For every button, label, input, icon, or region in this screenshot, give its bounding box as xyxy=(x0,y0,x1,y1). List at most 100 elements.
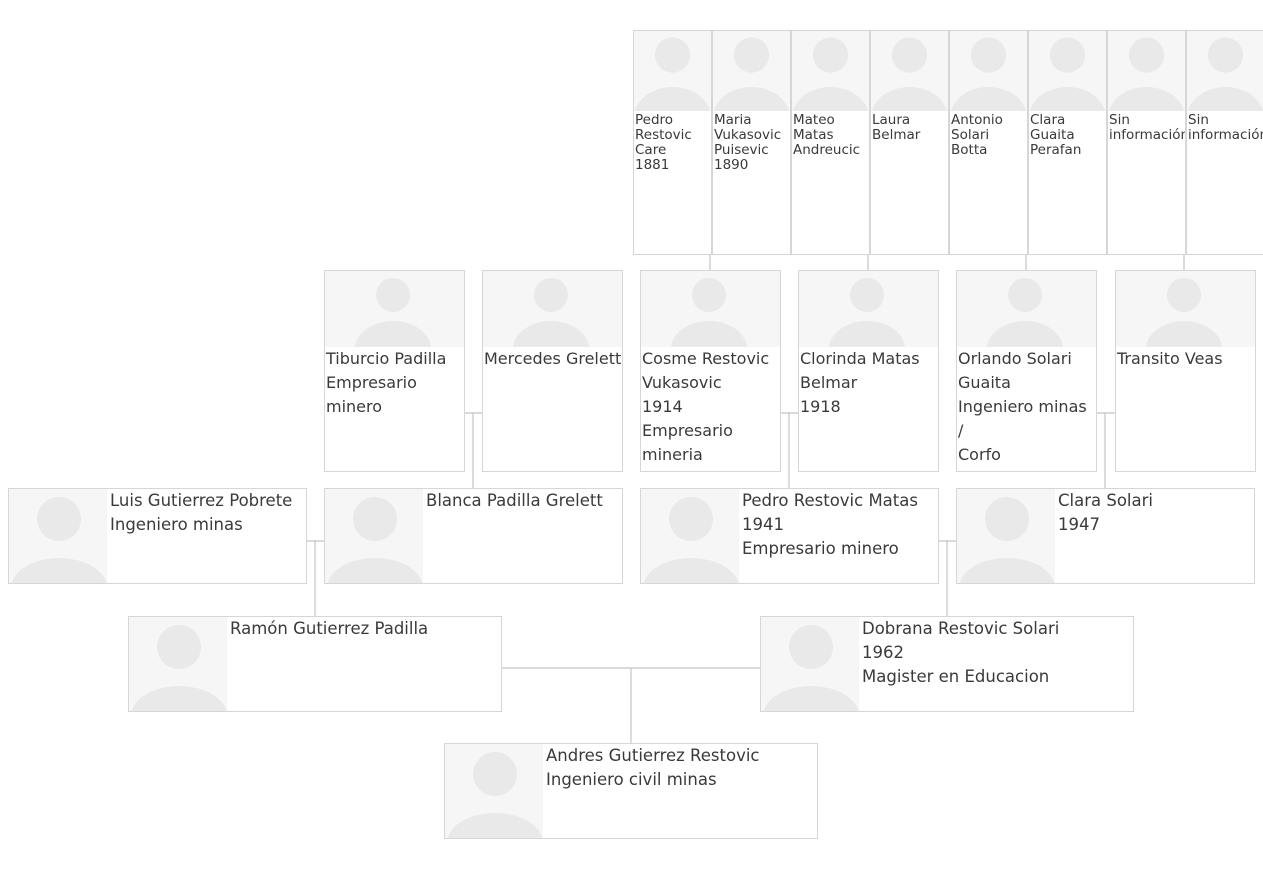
person-line: Clorinda Matas xyxy=(800,349,920,368)
person-line: Antonio xyxy=(951,112,1003,128)
person-card-tiburcio-padilla[interactable]: Tiburcio Padilla Empresario minero xyxy=(324,270,465,472)
person-line: Andres Gutierrez Restovic xyxy=(546,746,760,765)
avatar-placeholder-icon xyxy=(713,31,790,111)
person-info: Maria Vukasovic Puisevic 1890 xyxy=(714,113,781,173)
person-card-transito-veas[interactable]: Transito Veas xyxy=(1115,270,1256,472)
person-info: Clara Solari 1947 xyxy=(1058,489,1153,537)
person-line: Ingeniero minas xyxy=(110,515,243,534)
avatar-placeholder-icon xyxy=(957,489,1055,583)
person-line: 1890 xyxy=(714,157,749,173)
person-card-andres-gutierrez-restovic[interactable]: Andres Gutierrez Restovic Ingeniero civi… xyxy=(444,743,818,839)
person-line: Solari xyxy=(951,127,990,143)
person-info: Tiburcio Padilla Empresario minero xyxy=(326,347,464,419)
person-line: Transito Veas xyxy=(1117,349,1223,368)
person-info: Orlando Solari Guaita Ingeniero minas / … xyxy=(958,347,1096,467)
person-card-mercedes-grelett[interactable]: Mercedes Grelett xyxy=(482,270,623,472)
person-line: Pedro xyxy=(635,112,674,128)
person-line: Perafan xyxy=(1030,142,1082,158)
person-info: Sin información xyxy=(1109,112,1186,143)
person-line: Botta xyxy=(951,142,988,158)
person-line: Empresario xyxy=(326,373,417,392)
avatar-placeholder-icon xyxy=(1187,31,1263,111)
person-line: Maria xyxy=(714,112,752,128)
person-info: Cosme Restovic Vukasovic 1914 Empresario… xyxy=(642,347,780,467)
avatar-placeholder-icon xyxy=(761,617,859,711)
person-card-mateo-matas-andreucic[interactable]: Mateo Matas Andreucic xyxy=(791,30,870,255)
avatar-placeholder-icon xyxy=(799,271,938,347)
avatar-placeholder-icon xyxy=(129,617,227,711)
person-line: Pedro Restovic Matas xyxy=(742,491,918,510)
person-info: Clorinda Matas Belmar 1918 xyxy=(800,347,938,419)
person-line: Sin xyxy=(1188,112,1209,128)
person-line: Dobrana Restovic Solari xyxy=(862,619,1060,638)
person-card-antonio-solari-botta[interactable]: Antonio Solari Botta xyxy=(949,30,1028,255)
person-card-pedro-restovic-matas[interactable]: Pedro Restovic Matas 1941 Empresario min… xyxy=(640,488,939,584)
person-line: Andreucic xyxy=(793,142,861,158)
person-line: Vukasovic xyxy=(714,127,782,143)
person-info: Pedro Restovic Matas 1941 Empresario min… xyxy=(742,489,918,561)
person-info: Andres Gutierrez Restovic Ingeniero civi… xyxy=(546,744,760,792)
avatar-placeholder-icon xyxy=(483,271,622,347)
person-line: información xyxy=(1188,127,1263,143)
person-line: 1947 xyxy=(1058,515,1100,534)
avatar-placeholder-icon xyxy=(1029,31,1106,111)
person-card-blanca-padilla-grelett[interactable]: Blanca Padilla Grelett xyxy=(324,488,623,584)
person-card-cosme-restovic-vukasovic[interactable]: Cosme Restovic Vukasovic 1914 Empresario… xyxy=(640,270,781,472)
person-line: Cosme Restovic xyxy=(642,349,770,368)
person-info: Blanca Padilla Grelett xyxy=(426,489,603,513)
person-card-ramon-gutierrez-padilla[interactable]: Ramón Gutierrez Padilla xyxy=(128,616,502,712)
person-line: mineria xyxy=(642,445,703,464)
person-line: 1881 xyxy=(635,157,670,173)
person-info: Sin información xyxy=(1188,113,1263,143)
person-card-luis-gutierrez-pobrete[interactable]: Luis Gutierrez Pobrete Ingeniero minas xyxy=(8,488,307,584)
person-line: Magister en Educacion xyxy=(862,667,1050,686)
avatar-placeholder-icon xyxy=(9,489,107,583)
person-line: Orlando Solari xyxy=(958,349,1072,368)
person-card-clara-solari[interactable]: Clara Solari 1947 xyxy=(956,488,1255,584)
person-info: Laura Belmar xyxy=(872,113,920,143)
avatar-placeholder-icon xyxy=(792,31,869,111)
avatar-placeholder-icon xyxy=(325,271,464,347)
person-line: Vukasovic xyxy=(642,373,722,392)
person-line: Ingeniero civil minas xyxy=(546,770,717,789)
person-card-pedro-restovic-care[interactable]: Pedro Restovic Care 1881 xyxy=(633,30,712,255)
person-info: Dobrana Restovic Solari 1962 Magister en… xyxy=(862,617,1059,689)
person-info: Antonio Solari Botta xyxy=(951,113,1003,158)
person-card-dobrana-restovic-solari[interactable]: Dobrana Restovic Solari 1962 Magister en… xyxy=(760,616,1134,712)
person-line: Clara Solari xyxy=(1058,491,1153,510)
avatar-placeholder-icon xyxy=(641,271,780,347)
person-line: Guaita xyxy=(958,373,1011,392)
person-line: Empresario xyxy=(642,421,733,440)
person-line: 1914 xyxy=(642,397,683,416)
person-line: Empresario minero xyxy=(742,539,899,558)
person-card-clorinda-matas-belmar[interactable]: Clorinda Matas Belmar 1918 xyxy=(798,270,939,472)
avatar-placeholder-icon xyxy=(325,489,423,583)
person-line: Care xyxy=(635,142,667,158)
avatar-placeholder-icon xyxy=(957,271,1096,347)
person-card-laura-belmar[interactable]: Laura Belmar xyxy=(870,30,949,255)
person-card-orlando-solari-guaita[interactable]: Orlando Solari Guaita Ingeniero minas / … xyxy=(956,270,1097,472)
person-line: 1941 xyxy=(742,515,784,534)
person-line: información xyxy=(1109,127,1186,143)
person-info: Mercedes Grelett xyxy=(484,347,622,371)
person-line: Ingeniero minas / xyxy=(958,397,1087,440)
person-line: Ramón Gutierrez Padilla xyxy=(230,619,429,638)
person-line: Mateo xyxy=(793,112,835,128)
person-line: Belmar xyxy=(872,127,921,143)
person-line: Corfo xyxy=(958,445,1001,464)
person-info: Ramón Gutierrez Padilla xyxy=(230,617,428,641)
person-card-sin-informacion[interactable]: Sin información xyxy=(1186,30,1263,255)
person-line: 1962 xyxy=(862,643,904,662)
person-line: minero xyxy=(326,397,383,416)
person-card-maria-vukasovic-puisevic[interactable]: Maria Vukasovic Puisevic 1890 xyxy=(712,30,791,255)
person-line: Restovic xyxy=(635,127,692,143)
person-line: Clara xyxy=(1030,112,1066,128)
person-card-sin-informacion[interactable]: Sin información xyxy=(1107,30,1186,255)
person-line: Puisevic xyxy=(714,142,769,158)
person-line: Blanca Padilla Grelett xyxy=(426,491,603,510)
avatar-placeholder-icon xyxy=(1108,31,1185,111)
person-line: Sin xyxy=(1109,112,1130,128)
avatar-placeholder-icon xyxy=(445,744,543,838)
person-line: 1918 xyxy=(800,397,841,416)
person-card-clara-guaita-perafan[interactable]: Clara Guaita Perafan xyxy=(1028,30,1107,255)
